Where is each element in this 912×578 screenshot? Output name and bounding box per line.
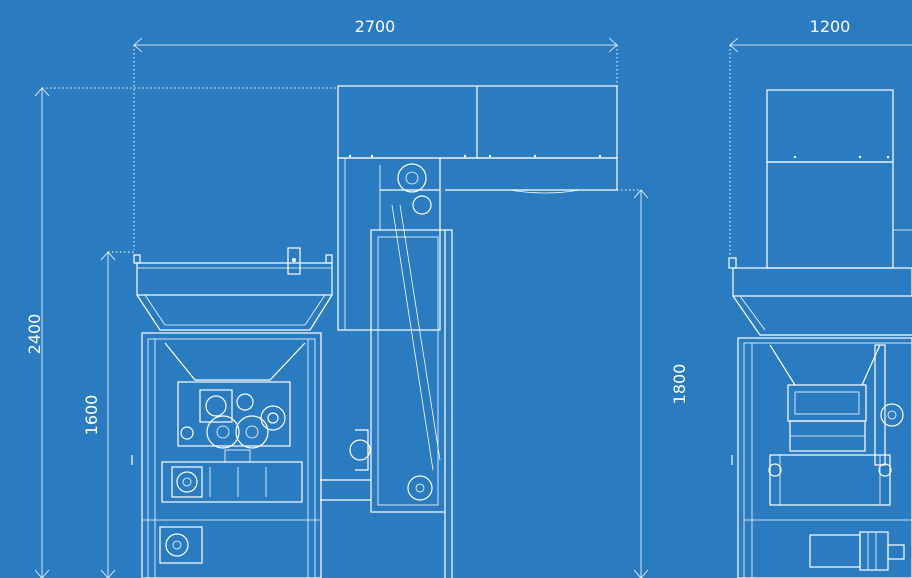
- front-view-machine: [131, 85, 618, 578]
- dimension-label-height-discharge: 1800: [670, 364, 689, 405]
- dimension-height-hopper: 1600: [82, 251, 134, 578]
- dimension-width-total: 2700: [133, 17, 618, 250]
- dimension-height-total: 2400: [25, 87, 338, 578]
- dimension-label-height-hopper: 1600: [82, 395, 101, 436]
- dimension-height-discharge: 1800: [617, 189, 689, 578]
- dimension-side-width: 1200: [729, 17, 912, 255]
- dimension-label-height-total: 2400: [25, 314, 44, 355]
- dimension-label-side-width: 1200: [810, 17, 851, 36]
- side-view-machine: [728, 89, 912, 578]
- dimension-label-width: 2700: [355, 17, 396, 36]
